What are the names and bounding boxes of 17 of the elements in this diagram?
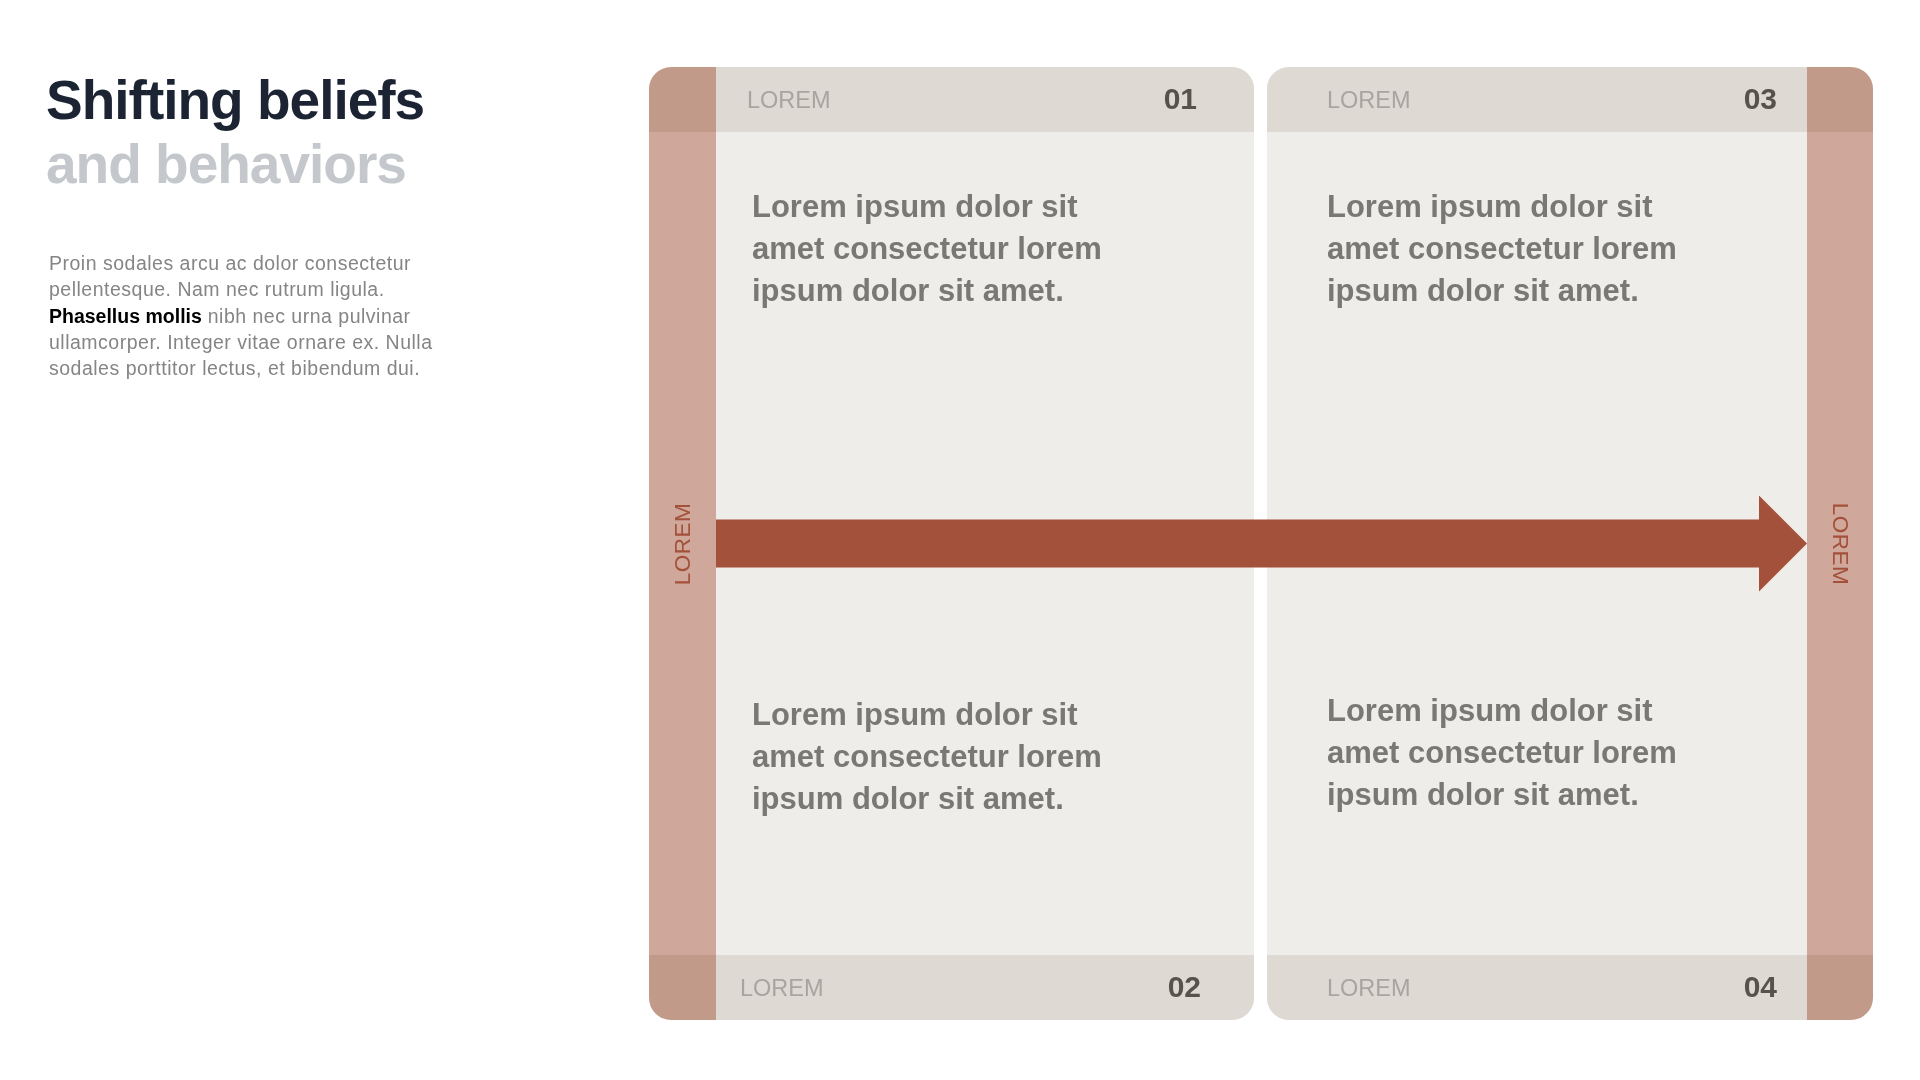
step-number: 03 bbox=[1743, 82, 1777, 116]
band-label: LOREM bbox=[669, 502, 696, 585]
title-heading: Shifting beliefs and behaviors bbox=[46, 68, 425, 196]
side-band bbox=[1807, 67, 1873, 1020]
band-label: LOREM bbox=[1827, 502, 1853, 585]
body-paragraph: Proin sodales arcu ac dolor consectetur pellentesque. Nam nec rutrum ligula. Phasellus mollis nibh nec urna pulvinar ullamcorper. Integer vitae ornare ex. Nulla sodales porttitor lectus, et bibendum dui. bbox=[49, 251, 434, 382]
arrow bbox=[716, 495, 1807, 592]
body-text: Lorem ipsum dolor sit amet consectetur lorem ipsum dolor sit amet. bbox=[1327, 188, 1678, 310]
side-band bbox=[649, 67, 716, 1020]
quadrant-card bbox=[1267, 67, 1807, 548]
step-number: 04 bbox=[1743, 970, 1777, 1004]
quadrant-card bbox=[1267, 548, 1807, 1020]
step-number: 01 bbox=[1163, 82, 1197, 116]
body-text: Lorem ipsum dolor sit amet consectetur lorem ipsum dolor sit amet. bbox=[1327, 692, 1678, 814]
step-number: 02 bbox=[1167, 970, 1201, 1004]
body-text: Lorem ipsum dolor sit amet consectetur lorem ipsum dolor sit amet. bbox=[752, 696, 1103, 818]
body-text: Lorem ipsum dolor sit amet consectetur lorem ipsum dolor sit amet. bbox=[752, 188, 1103, 310]
